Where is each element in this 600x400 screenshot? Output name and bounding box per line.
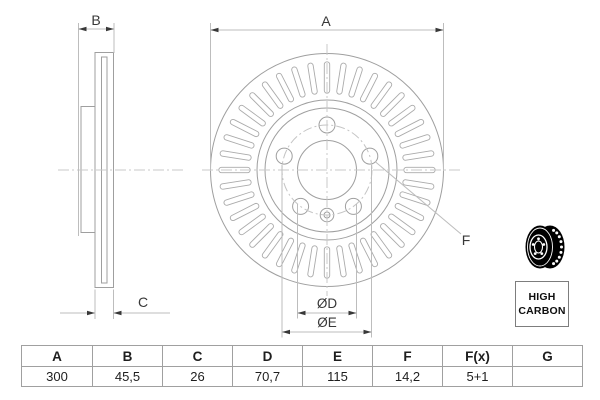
table-header-cell: F(x) — [442, 346, 512, 366]
dimension-d: ØD — [297, 204, 357, 319]
table-value-cell: 14,2 — [372, 366, 442, 386]
dim-label-f: F — [462, 232, 471, 248]
dimension-a: A — [210, 13, 444, 171]
front-view — [202, 44, 461, 296]
rim-vent-dots — [552, 228, 563, 266]
table-value-cell: 70,7 — [232, 366, 302, 386]
table-value-cell: 300 — [22, 366, 92, 386]
bolt-hole — [292, 197, 310, 215]
table-value-cell — [512, 366, 582, 386]
leader-f: F — [374, 161, 471, 248]
badge-line-1: HIGH — [528, 291, 556, 303]
dim-label-a: A — [321, 13, 331, 29]
dim-label-e: ØE — [317, 315, 337, 330]
dimension-c: C — [60, 289, 170, 319]
icon-center-bore — [533, 240, 544, 254]
table-header-cell: F — [372, 346, 442, 366]
dim-label-c: C — [138, 294, 148, 310]
table-value-cell: 26 — [162, 366, 232, 386]
table-value-cell: 45,5 — [92, 366, 162, 386]
table-header-cell: G — [512, 346, 582, 366]
vent-slots — [218, 61, 436, 279]
table-header-cell: A — [52, 348, 62, 364]
bolt-hole — [344, 197, 362, 215]
table-header-cell: E — [302, 346, 372, 366]
dim-label-b: B — [91, 12, 100, 28]
high-carbon-badge: HIGH CARBON — [515, 281, 569, 327]
icon-bolt-holes — [531, 237, 546, 255]
table-header-cell: D — [232, 346, 302, 366]
bolt-hole — [275, 147, 293, 165]
spec-table: A B C D E F F(x) G 300 45,5 26 70,7 115 … — [21, 345, 583, 387]
bolt-hole — [361, 147, 379, 165]
dimension-b: B — [78, 12, 115, 236]
drawing-canvas: A B — [58, 12, 565, 338]
table-header-cell: C — [162, 346, 232, 366]
badge-line-2: CARBON — [518, 305, 566, 317]
table-value-cell: 5+1 — [442, 366, 512, 386]
dim-label-d: ØD — [317, 296, 338, 311]
front-view-centerlines — [202, 44, 461, 296]
table-value-cell: 115 — [302, 366, 372, 386]
table-header-cell: B — [92, 346, 162, 366]
brake-disc-icon — [525, 225, 565, 269]
dimension-e: ØE — [281, 165, 372, 338]
friction-ring — [94, 52, 114, 288]
